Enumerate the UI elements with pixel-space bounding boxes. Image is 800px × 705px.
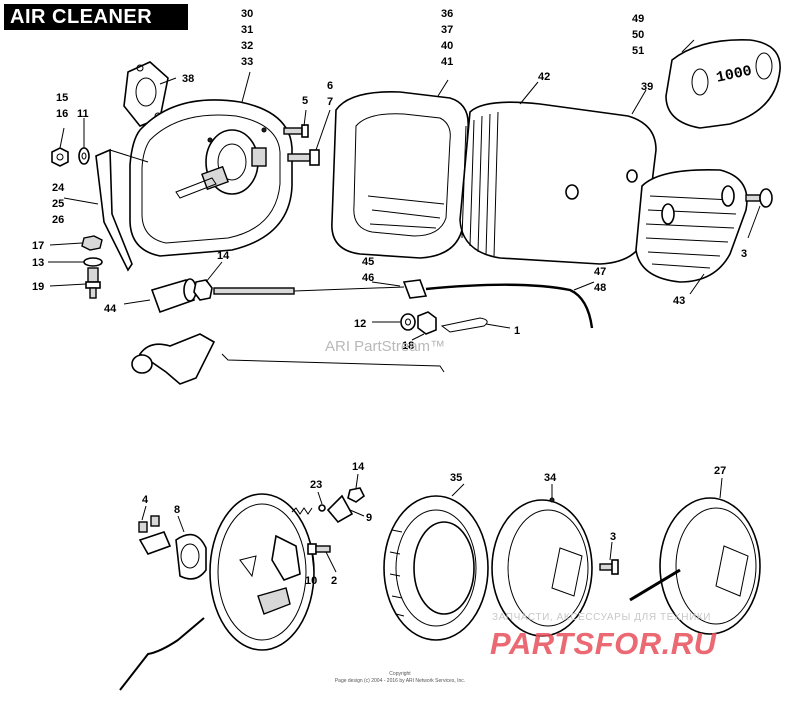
cover-27 (629, 497, 761, 635)
screw-3-top (745, 188, 773, 208)
callout-35: 35 (450, 472, 462, 484)
callout-24: 24 (52, 182, 65, 194)
washer-12 (400, 313, 416, 331)
callout-38: 38 (182, 73, 194, 85)
callout-4: 4 (142, 494, 149, 506)
nut-15-16 (51, 147, 69, 167)
callout-10: 10 (305, 575, 317, 587)
callout-19: 19 (32, 281, 44, 293)
callout-6: 6 (327, 80, 333, 92)
filter-42 (459, 101, 657, 265)
bolt-6-7 (287, 149, 320, 166)
backing-plate (129, 99, 293, 257)
nut-14-bottom (347, 487, 366, 503)
callout-14-top: 14 (217, 250, 230, 262)
callout-30: 30 (241, 8, 253, 20)
callout-13: 13 (32, 257, 44, 269)
shaft-45-46 (213, 286, 405, 295)
callout-2: 2 (331, 575, 337, 587)
callout-36: 36 (441, 8, 453, 20)
clip-1 (440, 317, 488, 333)
knob-44 (150, 278, 197, 314)
callout-48: 48 (594, 282, 606, 294)
callout-9: 9 (366, 512, 372, 524)
callout-25: 25 (52, 198, 64, 210)
callout-50: 50 (632, 29, 644, 41)
callout-31: 31 (241, 24, 253, 36)
emblem-cover: 1000 (665, 39, 781, 129)
choke-plate-8 (138, 531, 207, 580)
callout-14-bottom: 14 (352, 461, 365, 473)
callout-34: 34 (544, 472, 557, 484)
callout-45: 45 (362, 256, 374, 268)
copyright-line-2: Page design (c) 2004 - 2016 by ARI Netwo… (334, 678, 466, 684)
bracket-24-26 (95, 148, 149, 272)
callout-51: 51 (632, 45, 644, 57)
stud-19 (85, 267, 101, 299)
callout-labels: 30 31 32 33 36 37 40 41 49 50 51 38 15 1… (32, 8, 747, 587)
cable-47-48 (402, 279, 594, 329)
callout-11: 11 (77, 108, 89, 120)
copyright-line-1: Copyright (389, 671, 411, 677)
callout-32: 32 (241, 40, 253, 52)
callout-39: 39 (641, 81, 653, 93)
nut-14-top (193, 279, 213, 301)
callout-15: 15 (56, 92, 68, 104)
callout-18: 18 (402, 340, 414, 352)
callout-40: 40 (441, 40, 453, 52)
nut-17 (81, 235, 103, 251)
callout-8: 8 (174, 504, 180, 516)
washer-11 (78, 147, 90, 165)
screw-10-2 (307, 543, 331, 555)
washer-13 (83, 257, 103, 267)
diagram-title: AIR CLEANER (4, 4, 188, 30)
ball-joint (318, 504, 326, 512)
nut-18 (417, 311, 437, 335)
callout-16: 16 (56, 108, 68, 120)
partstream-watermark: ARI PartStream™ (325, 338, 446, 355)
site-watermark-text: ЗАПЧАСТИ, АКСЕССУАРЫ ДЛЯ ТЕХНИКИ (492, 612, 712, 623)
callout-47: 47 (594, 266, 606, 278)
callout-5: 5 (302, 95, 308, 107)
callout-7: 7 (327, 96, 333, 108)
callout-17: 17 (32, 240, 44, 252)
callout-41: 41 (441, 56, 453, 68)
screw-4 (138, 515, 160, 533)
callout-43: 43 (673, 295, 685, 307)
plate-9 (326, 494, 354, 524)
cover-34 (491, 497, 593, 637)
cover-43 (635, 169, 748, 283)
backing-plate-round (119, 493, 315, 691)
spring-23 (291, 507, 313, 515)
callout-42: 42 (538, 71, 550, 83)
callout-46: 46 (362, 272, 374, 284)
callout-27: 27 (714, 465, 726, 477)
screw-5 (283, 124, 309, 138)
callout-3-top: 3 (741, 248, 747, 260)
callout-26: 26 (52, 214, 64, 226)
screw-3-bottom (599, 559, 619, 575)
leader-lines (48, 39, 761, 573)
callout-3-bottom: 3 (610, 531, 616, 543)
filter-element-36-41 (331, 91, 469, 259)
callout-37: 37 (441, 24, 453, 36)
callout-12: 12 (354, 318, 366, 330)
callout-33: 33 (241, 56, 253, 68)
site-watermark-logo: PARTSFOR.RU (490, 626, 717, 661)
callout-44: 44 (104, 303, 117, 315)
throttle-linkage (131, 333, 445, 385)
callout-49: 49 (632, 13, 644, 25)
callout-1: 1 (514, 325, 520, 337)
filter-35 (383, 495, 489, 641)
callout-23: 23 (310, 479, 322, 491)
